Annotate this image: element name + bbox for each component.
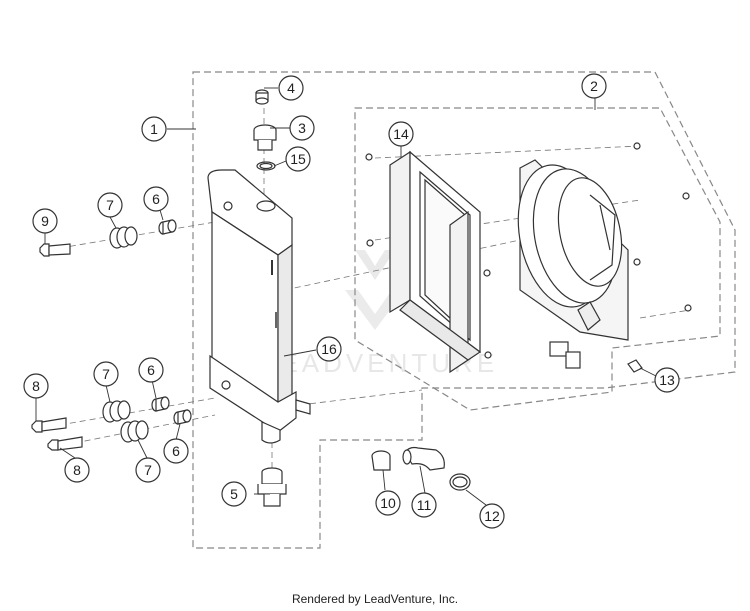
svg-text:7: 7 xyxy=(102,366,110,382)
callout-5: 5 xyxy=(221,481,247,507)
svg-text:5: 5 xyxy=(230,486,238,502)
svg-text:3: 3 xyxy=(298,120,306,136)
svg-text:10: 10 xyxy=(380,495,396,511)
svg-text:1: 1 xyxy=(150,121,158,137)
callout-8-upper: 8 xyxy=(23,373,49,399)
grommet-7-mid xyxy=(102,400,131,423)
bushing-6-lower xyxy=(173,409,192,425)
bolt-8-upper xyxy=(31,417,67,433)
grommet-7-top xyxy=(109,226,138,249)
svg-text:9: 9 xyxy=(41,213,49,229)
callout-2: 2 xyxy=(581,73,607,99)
callout-7-lower: 7 xyxy=(135,457,161,483)
grommet-7-lower xyxy=(120,420,149,443)
svg-text:4: 4 xyxy=(287,80,295,96)
render-credit: Rendered by LeadVenture, Inc. xyxy=(291,592,459,606)
svg-text:11: 11 xyxy=(417,497,432,513)
assembly-1-boundary xyxy=(192,71,736,549)
callout-12: 12 xyxy=(479,503,505,529)
bushing-6-mid xyxy=(151,396,170,412)
svg-text:16: 16 xyxy=(321,341,337,357)
clamp-12 xyxy=(449,473,471,491)
callout-11: 11 xyxy=(411,492,437,518)
svg-text:6: 6 xyxy=(147,362,155,378)
bolt-8-lower xyxy=(47,436,83,451)
callout-3: 3 xyxy=(289,115,315,141)
bolt-9 xyxy=(39,243,71,257)
radiator-cap-3 xyxy=(253,124,277,151)
cooling-fan-2 xyxy=(517,142,692,369)
svg-text:7: 7 xyxy=(106,197,114,213)
callout-16: 16 xyxy=(316,336,342,362)
cap-10 xyxy=(371,450,391,471)
callout-6-lower: 6 xyxy=(163,438,189,464)
o-ring-15 xyxy=(256,161,276,171)
callout-leaders xyxy=(35,87,657,506)
callout-8-lower: 8 xyxy=(64,457,90,483)
hose-11 xyxy=(402,446,445,471)
bushing-6-top xyxy=(158,219,177,235)
radiator-core xyxy=(207,169,311,444)
callout-9: 9 xyxy=(32,208,58,234)
callout-4: 4 xyxy=(278,75,304,101)
svg-text:14: 14 xyxy=(393,126,409,142)
callout-10: 10 xyxy=(375,490,401,516)
callout-14: 14 xyxy=(388,121,414,147)
callout-15: 15 xyxy=(285,146,311,172)
svg-text:8: 8 xyxy=(73,462,81,478)
svg-text:6: 6 xyxy=(172,443,180,459)
svg-text:15: 15 xyxy=(290,151,306,167)
callout-6-mid: 6 xyxy=(138,357,164,383)
svg-text:6: 6 xyxy=(152,191,160,207)
callout-13: 13 xyxy=(654,367,680,393)
assembly-2-boundary xyxy=(354,107,721,411)
svg-text:2: 2 xyxy=(590,78,598,94)
callout-1: 1 xyxy=(141,116,167,142)
svg-text:8: 8 xyxy=(32,378,40,394)
bolt-4 xyxy=(255,89,269,105)
fitting-5 xyxy=(257,467,287,507)
svg-text:7: 7 xyxy=(144,462,152,478)
svg-text:13: 13 xyxy=(659,372,675,388)
callout-7-top: 7 xyxy=(97,192,123,218)
callout-6-top: 6 xyxy=(143,186,169,212)
clip-13 xyxy=(627,359,643,373)
svg-text:12: 12 xyxy=(484,508,500,524)
fan-shroud-14 xyxy=(365,150,492,374)
callout-7-mid: 7 xyxy=(93,361,119,387)
